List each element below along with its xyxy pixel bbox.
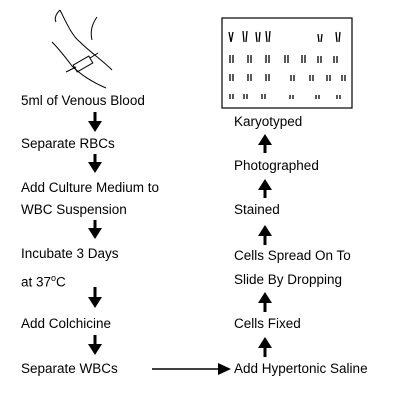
arm-with-syringe-icon xyxy=(51,9,113,89)
arrow-up-3 xyxy=(258,225,272,245)
arrow-right xyxy=(152,363,231,375)
step-separate-wbcs: Separate WBCs xyxy=(21,361,118,376)
arrow-up-5 xyxy=(258,134,272,153)
step-karyotyped: Karyotyped xyxy=(234,114,303,129)
step-cells-spread: Cells Spread On To xyxy=(234,248,351,263)
arrow-down-1 xyxy=(88,112,102,132)
step-hypertonic-saline: Add Hypertonic Saline xyxy=(234,361,368,376)
step-slide-by-dropping: Slide By Dropping xyxy=(234,272,343,287)
step-incubate-line2: at 37oC xyxy=(21,270,66,291)
arrow-up-1 xyxy=(258,337,272,357)
arrow-up-4 xyxy=(258,179,272,198)
step-stained: Stained xyxy=(234,202,280,217)
temp-unit: C xyxy=(56,274,66,290)
temp-value: at 37 xyxy=(21,274,52,290)
karyotype-chromosome-grid-icon xyxy=(221,17,353,109)
step-add-culture-line2: WBC Suspension xyxy=(21,202,127,217)
step-separate-rbcs: Separate RBCs xyxy=(21,136,115,151)
step-incubate-line1: Incubate 3 Days xyxy=(21,246,119,261)
step-cells-fixed: Cells Fixed xyxy=(234,316,301,331)
arrow-down-4 xyxy=(88,287,102,308)
step-add-colchicine: Add Colchicine xyxy=(21,316,112,331)
degree-sup: o xyxy=(51,273,57,283)
arrow-up-2 xyxy=(258,292,272,312)
step-add-culture-line1: Add Culture Medium to xyxy=(21,180,160,195)
right-arrows xyxy=(258,134,272,357)
left-arrows xyxy=(88,112,102,355)
arrow-down-3 xyxy=(88,220,102,239)
step-venous-blood: 5ml of Venous Blood xyxy=(21,93,145,108)
arrow-down-2 xyxy=(88,154,102,173)
arrow-down-5 xyxy=(88,335,102,355)
step-photographed: Photographed xyxy=(234,158,319,173)
